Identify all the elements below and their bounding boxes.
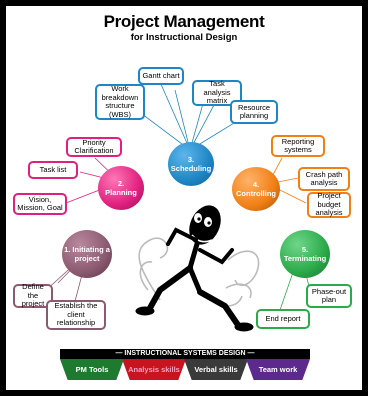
isd-banner: — INSTRUCTIONAL SYSTEMS DESIGN —	[60, 349, 310, 359]
phase-number: 2.	[117, 179, 125, 188]
phase-label: Initiating a project	[72, 245, 110, 263]
phase-number: 1.	[64, 245, 71, 254]
task-task-list: Task list	[28, 161, 78, 179]
skill-verbal: Verbal skills	[184, 359, 248, 380]
task-vision-mission-goal: Vision, Mission, Goal	[13, 193, 67, 215]
phase-planning: 2.Planning	[98, 166, 144, 210]
task-end-report: End report	[256, 309, 310, 329]
task-establish-client-relationship: Establish the client relationship	[46, 300, 106, 330]
task-phase-out-plan: Phase-out plan	[306, 284, 352, 308]
task-project-budget-analysis: Project budget analysis	[307, 192, 351, 218]
task-reporting-systems: Reporting systems	[271, 135, 325, 157]
phase-label: Planning	[105, 188, 137, 197]
phase-number: 3.	[187, 155, 195, 164]
skill-team-work: Team work	[246, 359, 310, 380]
phase-scheduling: 3.Scheduling	[168, 142, 214, 186]
diagram-title: Project Management	[103, 12, 265, 31]
task-resource-planning: Resource planning	[230, 100, 278, 124]
task-wbs: Work breakdown structure (WBS)	[95, 84, 145, 120]
skill-analysis: Analysis skills	[122, 359, 186, 380]
phase-label: Terminating	[283, 254, 327, 263]
phase-label: Scheduling	[170, 164, 212, 173]
phase-controlling: 4.Controlling	[232, 167, 280, 211]
task-priority-clarification: Priority Clarification	[66, 137, 122, 157]
task-crash-path-analysis: Crash path analysis	[298, 167, 350, 191]
skill-pm-tools: PM Tools	[60, 359, 124, 380]
task-gantt-chart: Gantt chart	[138, 67, 184, 85]
diagram-subtitle: for Instructional Design	[130, 32, 238, 43]
phase-number: 5.	[301, 245, 309, 254]
phase-initiating: 1. Initiating a project	[62, 230, 112, 278]
dancing-figure-icon	[135, 205, 254, 332]
phase-label: Controlling	[236, 189, 276, 198]
phase-terminating: 5.Terminating	[280, 230, 330, 278]
phase-number: 4.	[252, 180, 260, 189]
